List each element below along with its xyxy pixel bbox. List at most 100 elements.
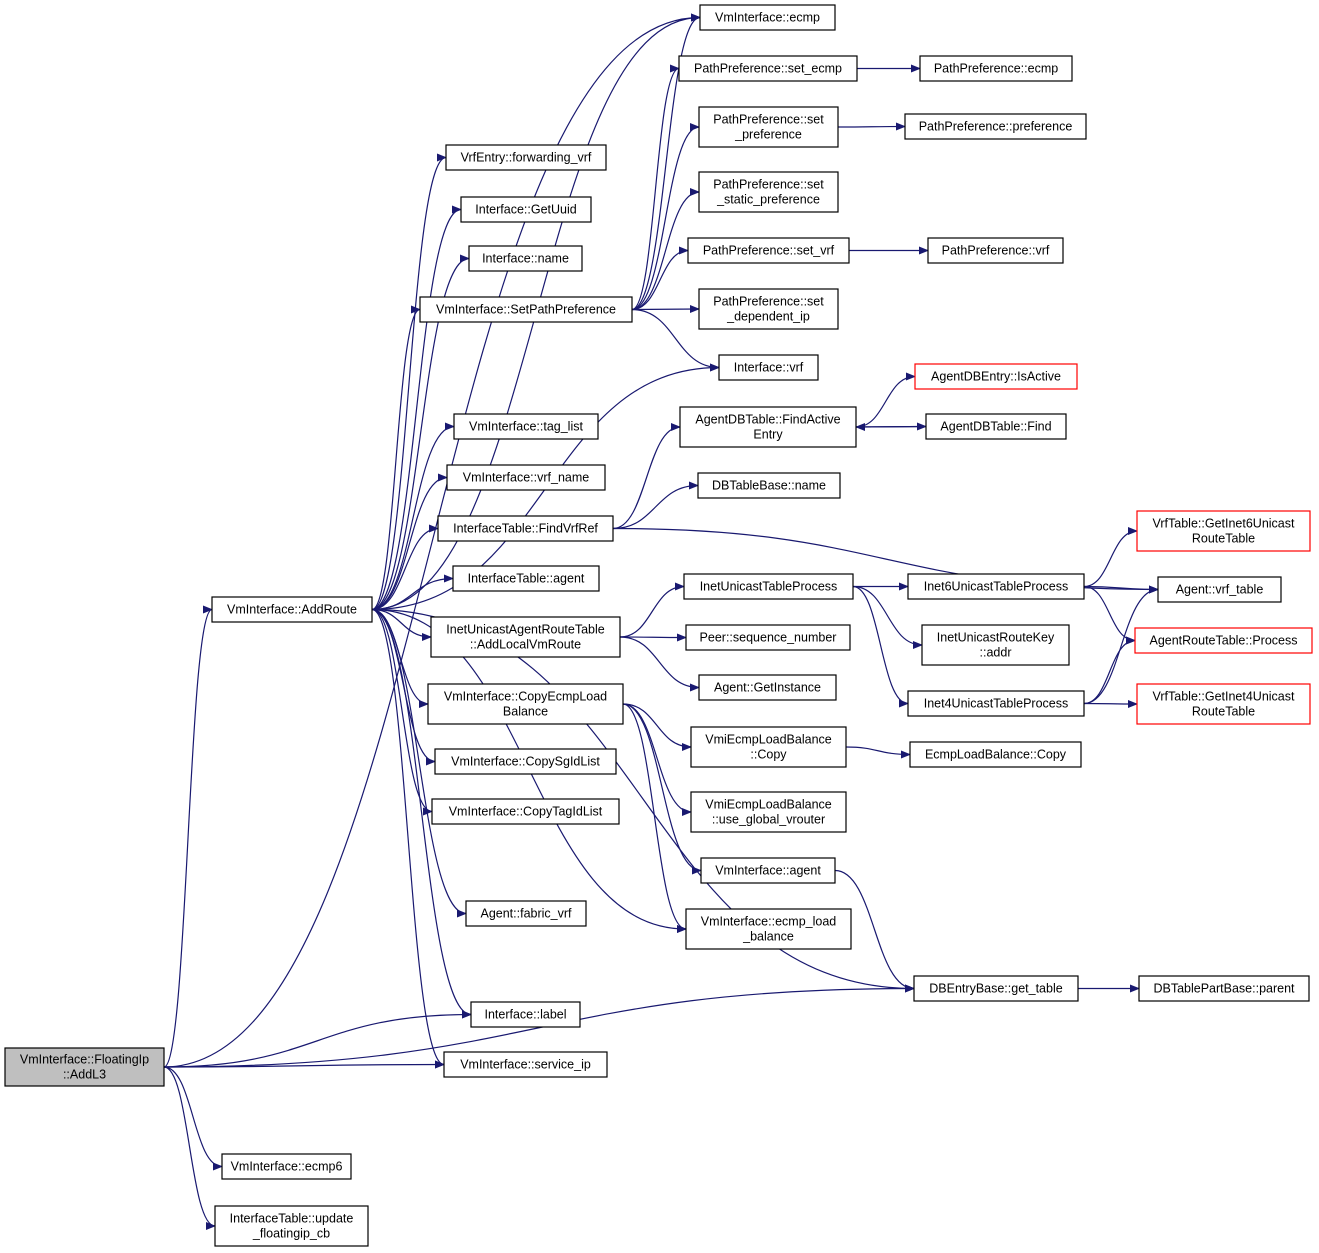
node-interfacetable-update-floatingip-cb[interactable]: InterfaceTable::update_floatingip_cb [214, 1205, 369, 1247]
node-vminterface-service-ip[interactable]: VmInterface::service_ip [443, 1051, 608, 1078]
node-label: PathPreference::set [713, 178, 824, 192]
node-pathpreference-set-dependent-ip[interactable]: PathPreference::set_dependent_ip [698, 288, 839, 330]
node-vmiecmploadbalance-use-global-vrouter[interactable]: VmiEcmpLoadBalance::use_global_vrouter [690, 791, 847, 833]
node-pathpreference-ecmp[interactable]: PathPreference::ecmp [919, 55, 1073, 82]
node-label: _balance [742, 930, 794, 944]
node-pathpreference-set-preference[interactable]: PathPreference::set_preference [698, 106, 839, 148]
node-vminterface-setpathpreference[interactable]: VmInterface::SetPathPreference [419, 296, 633, 323]
node-box [699, 4, 836, 31]
edge-findvrfref-to-findactive [612, 423, 681, 530]
node-label: VmInterface::ecmp_load [701, 915, 837, 929]
node-label: Interface::name [482, 252, 569, 266]
node-pathpreference-preference[interactable]: PathPreference::preference [904, 113, 1087, 140]
edge-addroute-to-fabricvrf [371, 608, 467, 918]
node-vminterface-ecmp[interactable]: VmInterface::ecmp [699, 4, 836, 31]
node-vminterface-floatingip-addl3[interactable]: VmInterface::FloatingIp::AddL3 [4, 1047, 165, 1087]
node-label: InetUnicastTableProcess [700, 580, 838, 594]
edge-vmiecmpcopy-to-ecmplbcopy [845, 746, 911, 759]
node-interface-name[interactable]: Interface::name [468, 245, 583, 272]
edge-addroute-to-fwd_vrf [371, 153, 447, 611]
node-vmiecmploadbalance-copy[interactable]: VmiEcmpLoadBalance::Copy [690, 726, 847, 768]
node-agentroutetable-process[interactable]: AgentRouteTable::Process [1134, 627, 1313, 654]
node-vminterface-vrf-name[interactable]: VmInterface::vrf_name [446, 464, 606, 491]
node-agentdbentry-isactive[interactable]: AgentDBEntry::IsActive [914, 363, 1078, 390]
node-interfacetable-agent[interactable]: InterfaceTable::agent [452, 565, 600, 592]
edge-addroute-to-findvrfref [371, 524, 439, 611]
node-pathpreference-set-static-preference[interactable]: PathPreference::set_static_preference [698, 171, 839, 213]
node-inet6unicasttableprocess[interactable]: Inet6UnicastTableProcess [907, 573, 1085, 600]
node-box [445, 144, 607, 171]
node-peer-sequence-number[interactable]: Peer::sequence_number [685, 624, 851, 651]
node-box [1136, 683, 1311, 725]
node-box [446, 464, 606, 491]
node-inetunicastroutekey-addr[interactable]: InetUnicastRouteKey::addr [921, 624, 1070, 666]
node-label: ::AddLocalVmRoute [470, 638, 581, 652]
node-label: PathPreference::ecmp [934, 62, 1058, 76]
node-vminterface-copysgidlist[interactable]: VmInterface::CopySgIdList [434, 748, 617, 775]
node-label: DBEntryBase::get_table [929, 982, 1062, 996]
node-box [465, 900, 587, 927]
edge-setpathpref-to-pp_setstatic [631, 188, 700, 311]
node-interface-label[interactable]: Interface::label [470, 1001, 581, 1028]
node-label: _floatingip_cb [252, 1227, 330, 1241]
edge-addroute-to-iname [371, 254, 470, 611]
node-pathpreference-vrf[interactable]: PathPreference::vrf [927, 237, 1064, 264]
node-dbtablebase-name[interactable]: DBTableBase::name [697, 472, 841, 499]
node-box [909, 741, 1082, 768]
node-box [430, 616, 621, 658]
edge-addlocalvm-to-peerseq [619, 633, 687, 642]
node-box [698, 171, 839, 213]
node-pathpreference-set-ecmp[interactable]: PathPreference::set_ecmp [678, 55, 858, 82]
node-box [419, 296, 633, 323]
node-vminterface-ecmp-load-balance[interactable]: VmInterface::ecmp_load_balance [685, 908, 852, 950]
node-label: AgentRouteTable::Process [1149, 634, 1297, 648]
node-vminterface-addroute[interactable]: VmInterface::AddRoute [211, 596, 373, 623]
edge-setpathpref-to-pp_setdep [631, 305, 700, 314]
node-label: PathPreference::vrf [942, 244, 1050, 258]
node-label: ::use_global_vrouter [712, 813, 825, 827]
node-interfacetable-findvrfref[interactable]: InterfaceTable::FindVrfRef [437, 515, 614, 542]
node-box [1134, 627, 1313, 654]
node-inetunicastagentroutetable-addlocalvmroute[interactable]: InetUnicastAgentRouteTable::AddLocalVmRo… [430, 616, 621, 658]
node-label: RouteTable [1192, 532, 1255, 546]
node-box [470, 1001, 581, 1028]
node-inet4unicasttableprocess[interactable]: Inet4UnicastTableProcess [907, 690, 1085, 717]
node-vrfentry-forwarding-vrf[interactable]: VrfEntry::forwarding_vrf [445, 144, 607, 171]
node-agent-fabric-vrf[interactable]: Agent::fabric_vrf [465, 900, 587, 927]
node-ecmploadbalance-copy[interactable]: EcmpLoadBalance::Copy [909, 741, 1082, 768]
node-box [468, 245, 583, 272]
node-agent-vrf-table[interactable]: Agent::vrf_table [1157, 576, 1282, 603]
node-vminterface-ecmp6[interactable]: VmInterface::ecmp6 [221, 1153, 352, 1180]
node-agentdbtable-find[interactable]: AgentDBTable::Find [925, 413, 1067, 440]
node-dbentrybase-get-table[interactable]: DBEntryBase::get_table [913, 975, 1079, 1002]
node-vminterface-agent[interactable]: VmInterface::agent [700, 857, 836, 884]
node-label: AgentDBTable::FindActive [695, 413, 840, 427]
node-pathpreference-set-vrf[interactable]: PathPreference::set_vrf [687, 237, 850, 264]
edge-inet6proc-to-getinet6 [1083, 527, 1138, 588]
node-box [697, 472, 841, 499]
node-vminterface-tag-list[interactable]: VmInterface::tag_list [453, 413, 599, 440]
node-interface-vrf[interactable]: Interface::vrf [718, 354, 819, 381]
node-box [434, 748, 617, 775]
node-vminterface-copytagidlist[interactable]: VmInterface::CopyTagIdList [431, 798, 620, 825]
edge-addlocalvm-to-inetucproc [619, 582, 685, 638]
node-label: Peer::sequence_number [700, 631, 837, 645]
node-agent-getinstance[interactable]: Agent::GetInstance [698, 674, 837, 701]
node-dbtablepartbase-parent[interactable]: DBTablePartBase::parent [1138, 975, 1310, 1002]
edge-addroute-to-copytag [371, 608, 433, 816]
node-box [690, 726, 847, 768]
edge-addroute-to-itagent [371, 574, 454, 611]
node-label: VmInterface::CopyEcmpLoad [444, 690, 607, 704]
node-interface-getuuid[interactable]: Interface::GetUuid [460, 196, 592, 223]
node-label: _preference [734, 128, 802, 142]
node-label: InetUnicastRouteKey [937, 631, 1055, 645]
node-inetunicasttableprocess[interactable]: InetUnicastTableProcess [683, 573, 854, 600]
node-label: Interface::label [485, 1008, 567, 1022]
edge-pp_setpref-to-pp_pref [837, 122, 906, 131]
node-label: VrfTable::GetInet4Unicast [1153, 690, 1295, 704]
